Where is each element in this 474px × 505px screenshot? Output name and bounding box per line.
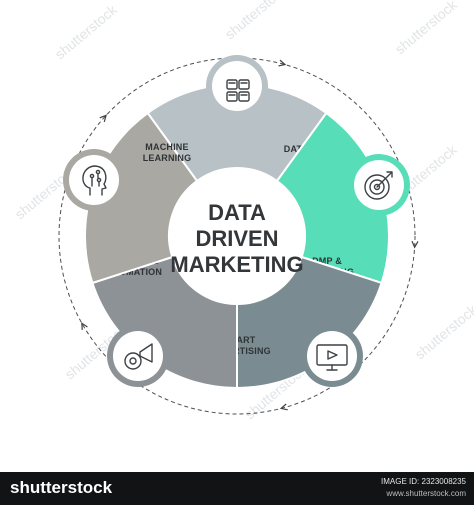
segment-label-3-1: AUTOMATION — [100, 267, 162, 277]
cycle-arrowhead-1 — [411, 240, 419, 249]
segment-label-4-1: LEARNING — [143, 153, 192, 163]
badge-face — [69, 155, 119, 205]
badge-face — [113, 331, 163, 381]
center-title-line-3: MARKETING — [170, 252, 303, 277]
watermark-text: shutterstock — [392, 0, 461, 57]
segment-label-2-0: SMART — [223, 335, 256, 345]
head-circuit-icon — [82, 165, 107, 196]
icon-badge-4 — [63, 149, 125, 211]
cycle-arrowhead-3 — [81, 322, 88, 331]
target-arrow-icon — [364, 171, 393, 200]
segment-label-4-0: MACHINE — [145, 142, 188, 152]
center-title-line-2: DRIVEN — [195, 226, 278, 251]
watermark-text: shutterstock — [412, 301, 474, 362]
center-circle — [169, 168, 305, 304]
center-title-line-1: DATA — [208, 200, 266, 225]
monitor-play-icon — [316, 344, 348, 371]
center-hub: DATA DRIVEN MARKETING — [169, 168, 305, 304]
icon-badge-0 — [206, 55, 268, 117]
segment-label-1-0: DMP & — [312, 256, 342, 266]
watermark-text: shutterstock — [52, 1, 121, 62]
cycle-arrowhead-2 — [279, 403, 288, 411]
megaphone-gear-icon — [124, 343, 153, 370]
cycle-arrowhead-0 — [278, 59, 287, 67]
database-servers-icon — [226, 79, 250, 102]
footer-brand: shutterstock — [10, 478, 113, 497]
segment-label-0-0: DATA — [284, 144, 309, 154]
segment-label-2-1: ADVERTISING — [207, 346, 271, 356]
footer-site: www.shutterstock.com — [386, 489, 466, 498]
data-driven-marketing-cycle-diagram: shutterstock shutterstock shutterstock shut… — [12, 0, 474, 422]
footer-image-id: IMAGE ID: 2323008235 — [381, 477, 466, 486]
cycle-arrows — [81, 59, 419, 411]
icon-badges — [63, 55, 410, 387]
watermark-text: shutterstock — [222, 0, 291, 42]
footer-bar: shutterstock IMAGE ID: 2323008235 www.sh… — [0, 472, 474, 505]
dashed-cycle-ring — [58, 57, 416, 415]
cycle-arrowhead-4 — [99, 114, 107, 123]
icon-badge-3 — [107, 325, 169, 387]
icon-badge-2 — [301, 325, 363, 387]
badge-face — [307, 331, 357, 381]
icon-badge-1 — [348, 154, 410, 216]
